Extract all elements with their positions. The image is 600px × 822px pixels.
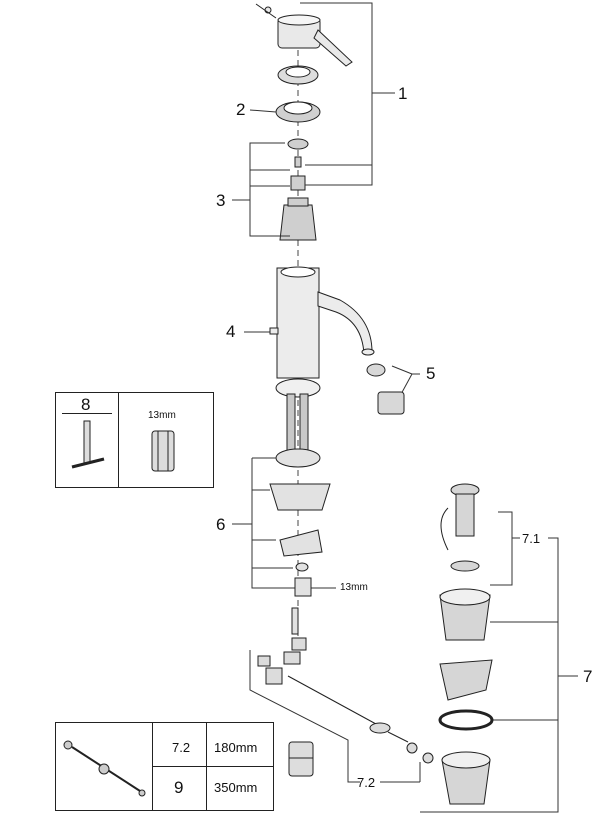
drain-parts — [438, 483, 494, 805]
callout-3: 3 — [216, 191, 226, 210]
rod-table-length-0: 180mm — [214, 740, 258, 755]
rod-length-table: 7.2 180mm 9 350mm — [55, 722, 274, 811]
callout-4: 4 — [226, 322, 236, 341]
cartridge-parts — [279, 138, 317, 241]
rod-table-row-divider — [152, 766, 273, 767]
tool-table-divider — [118, 393, 119, 487]
aerator — [366, 363, 405, 415]
tool-table: 8 13mm — [55, 392, 214, 488]
tool-table-underline — [62, 413, 112, 414]
mounting-set — [269, 448, 331, 635]
cap-ring — [277, 65, 319, 85]
retaining-nut — [275, 101, 321, 123]
tool-table-size: 13mm — [148, 410, 176, 421]
rod-table-code-1: 9 — [174, 778, 184, 797]
callout-1: 1 — [398, 84, 408, 103]
pop-up-assembly — [257, 637, 434, 764]
callout-7-2: 7.2 — [357, 775, 376, 790]
rod-icon — [63, 740, 146, 797]
leader-lines — [232, 2, 578, 813]
callout-6: 6 — [216, 515, 226, 534]
rod-table-length-1: 350mm — [214, 780, 258, 795]
tool-table-label: 8 — [81, 395, 91, 414]
wrench-size-label: 13mm — [340, 582, 368, 593]
callout-2: 2 — [236, 100, 246, 119]
handle-lever — [255, 3, 353, 67]
rod-table-code-0: 7.2 — [172, 740, 191, 755]
hex-key-icon — [71, 420, 105, 469]
connector-part — [288, 741, 314, 777]
socket-icon — [151, 430, 175, 472]
callout-5: 5 — [426, 364, 436, 383]
callout-7: 7 — [583, 667, 593, 686]
callout-7-1: 7.1 — [522, 531, 541, 546]
faucet-body — [269, 266, 375, 379]
